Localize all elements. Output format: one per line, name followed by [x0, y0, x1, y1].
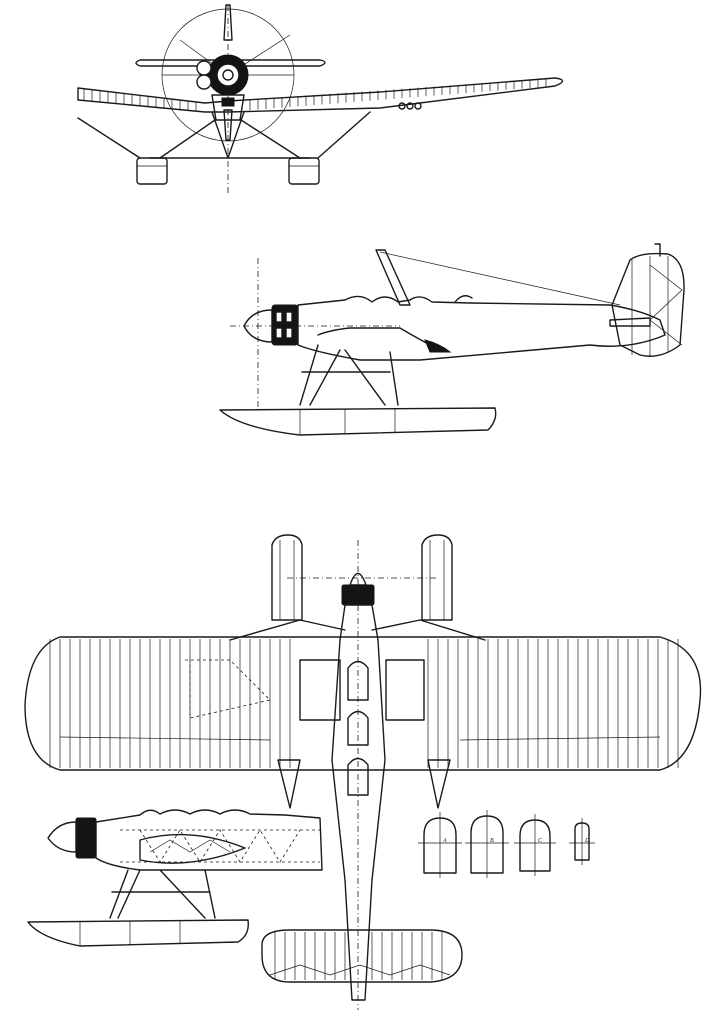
- section-label-a: A: [442, 838, 447, 844]
- plan-view: [24, 534, 702, 1010]
- section-d: D: [569, 818, 595, 865]
- side-view: [219, 243, 685, 436]
- section-label-d: D: [584, 838, 590, 844]
- engine-icon: [271, 304, 299, 346]
- section-a: A: [418, 812, 462, 878]
- engine-icon: [75, 817, 97, 859]
- section-label-b: B: [490, 838, 494, 844]
- side-cutaway-view: [27, 809, 323, 947]
- engine-icon: [341, 584, 375, 606]
- section-b: B: [465, 810, 509, 878]
- section-profiles: A B C D: [418, 810, 595, 878]
- front-view: [77, 4, 564, 195]
- section-label-c: C: [538, 838, 543, 844]
- section-c: C: [514, 814, 556, 876]
